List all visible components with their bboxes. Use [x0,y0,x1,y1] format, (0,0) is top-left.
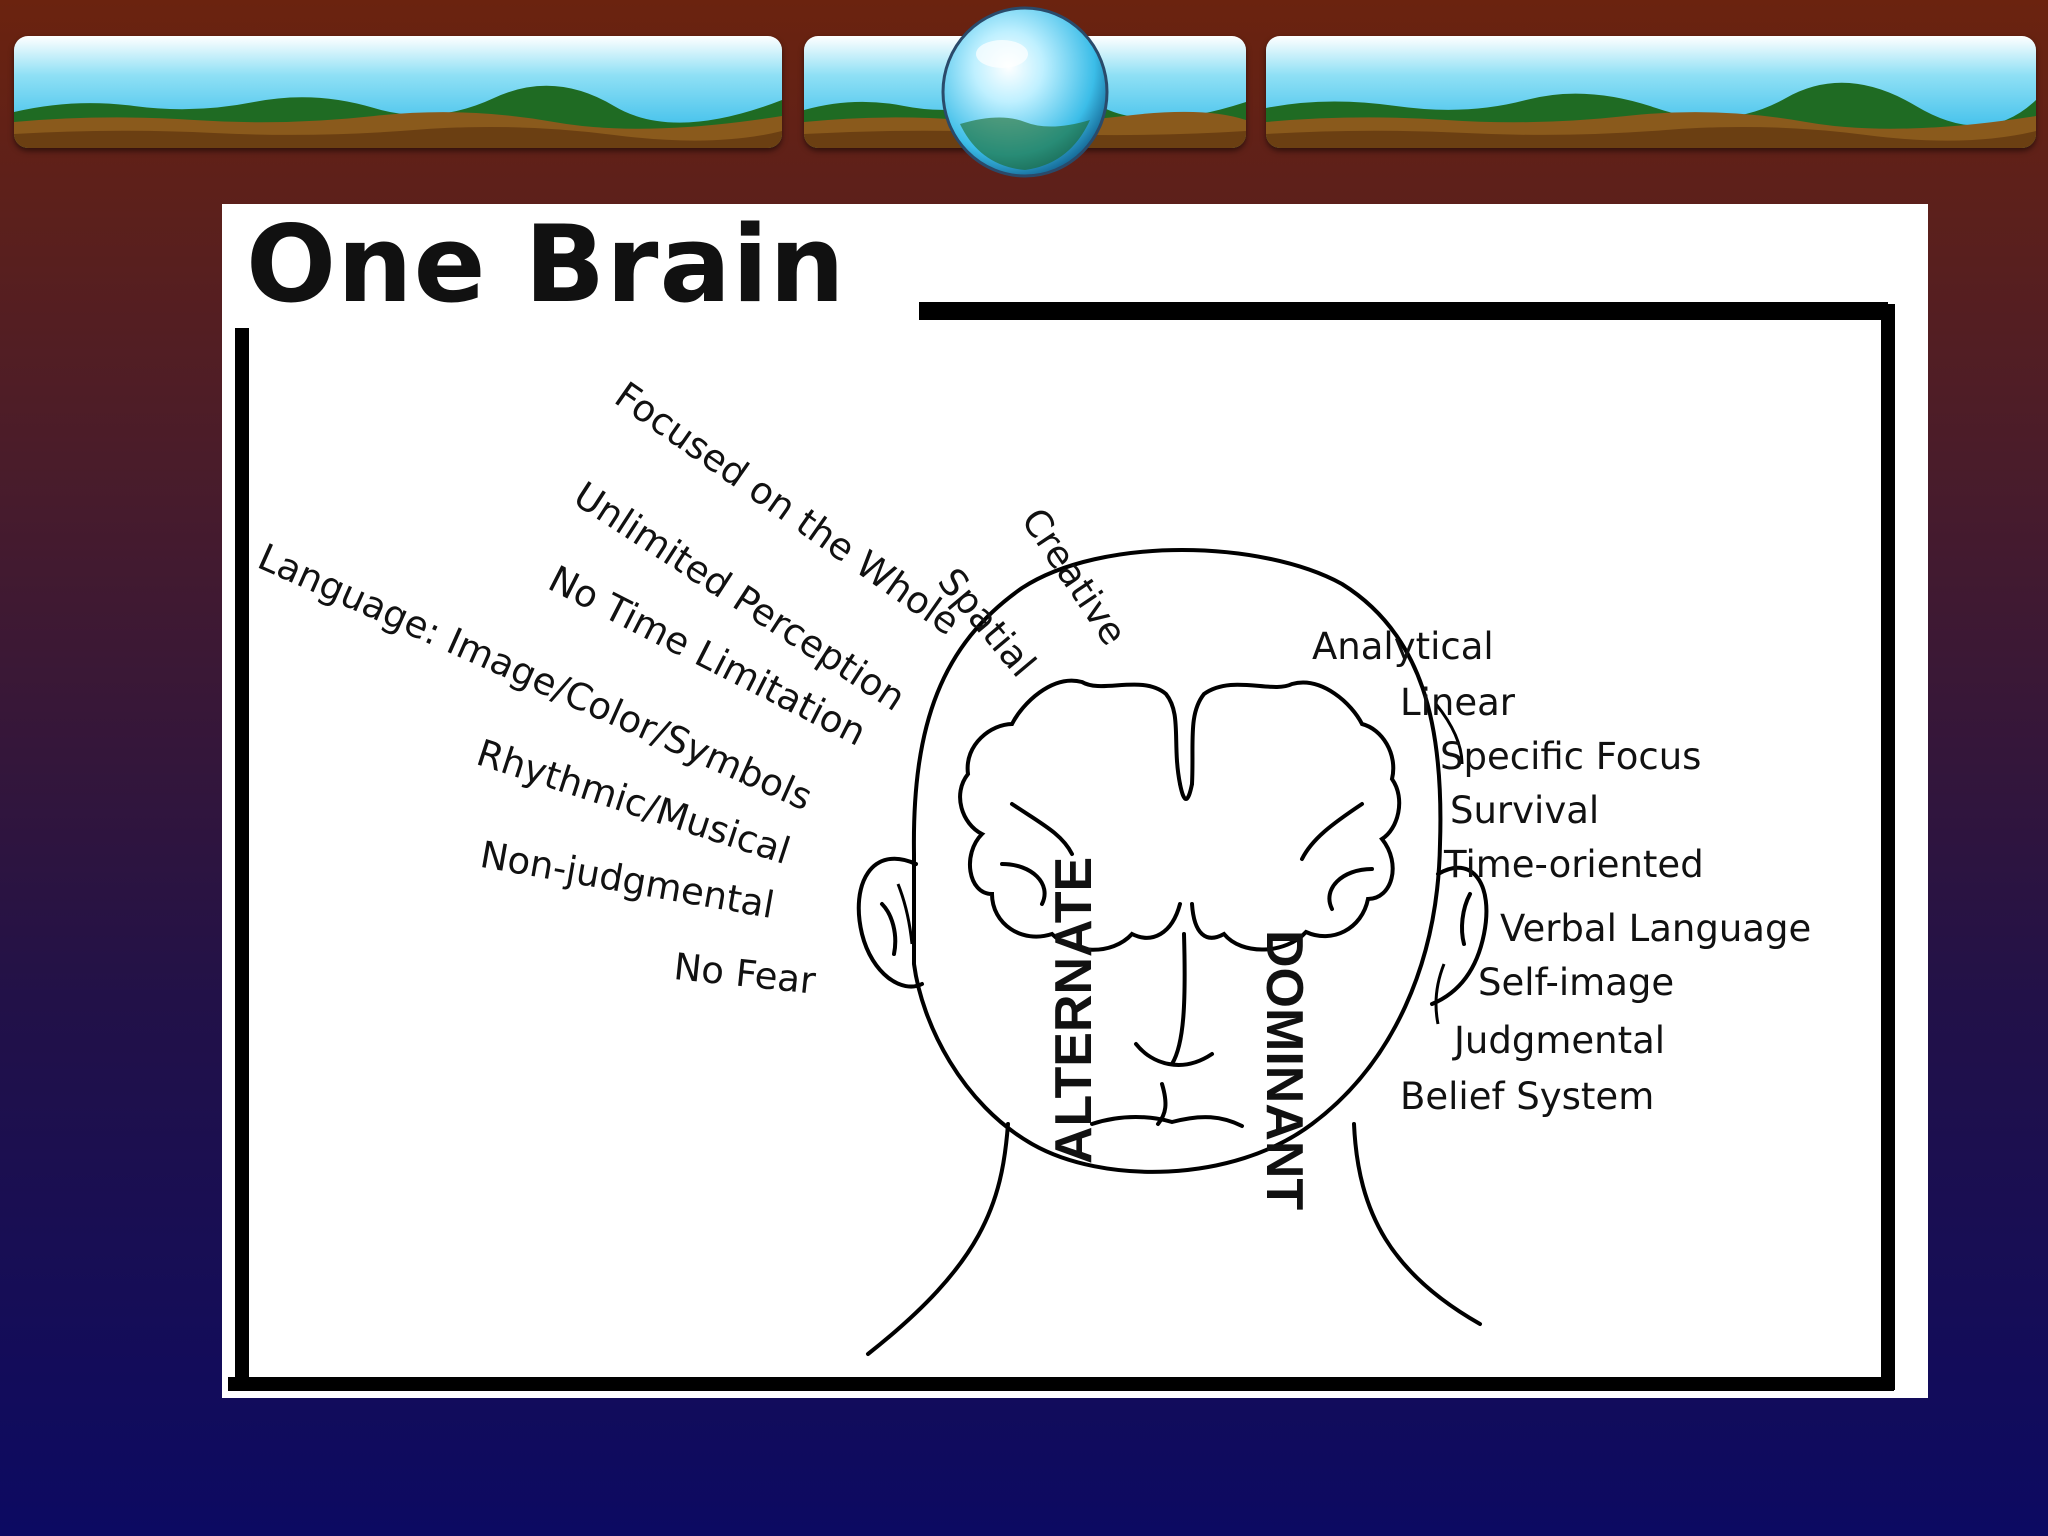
right-trait-time-oriented: Time-oriented [1444,843,1704,886]
right-trait-survival: Survival [1450,789,1600,832]
diagram-panel: One Brain [222,204,1928,1398]
right-trait-analytical: Analytical [1312,625,1494,668]
left-connectors [896,883,914,945]
right-trait-linear: Linear [1400,681,1515,724]
right-trait-belief-system: Belief System [1400,1075,1655,1118]
right-trait-verbal-language: Verbal Language [1500,907,1812,950]
frame [228,302,1895,1391]
globe-icon [940,4,1110,180]
face-features [1090,932,1244,1128]
landscape-banner-left [14,36,782,148]
diagram-title: One Brain [246,203,846,326]
face-label-alternate: ALTERNATE [1045,856,1103,1164]
head-outline [856,548,1489,1356]
landscape-banner-right [1266,36,2036,148]
brain [958,678,1402,952]
right-trait-specific-focus: Specific Focus [1440,735,1702,778]
right-trait-judgmental: Judgmental [1454,1019,1666,1062]
face-label-dominant: DOMINANT [1255,930,1313,1211]
right-trait-self-image: Self-image [1478,961,1675,1004]
head-drawing [228,302,1895,1391]
right-connectors [1434,703,1464,1025]
